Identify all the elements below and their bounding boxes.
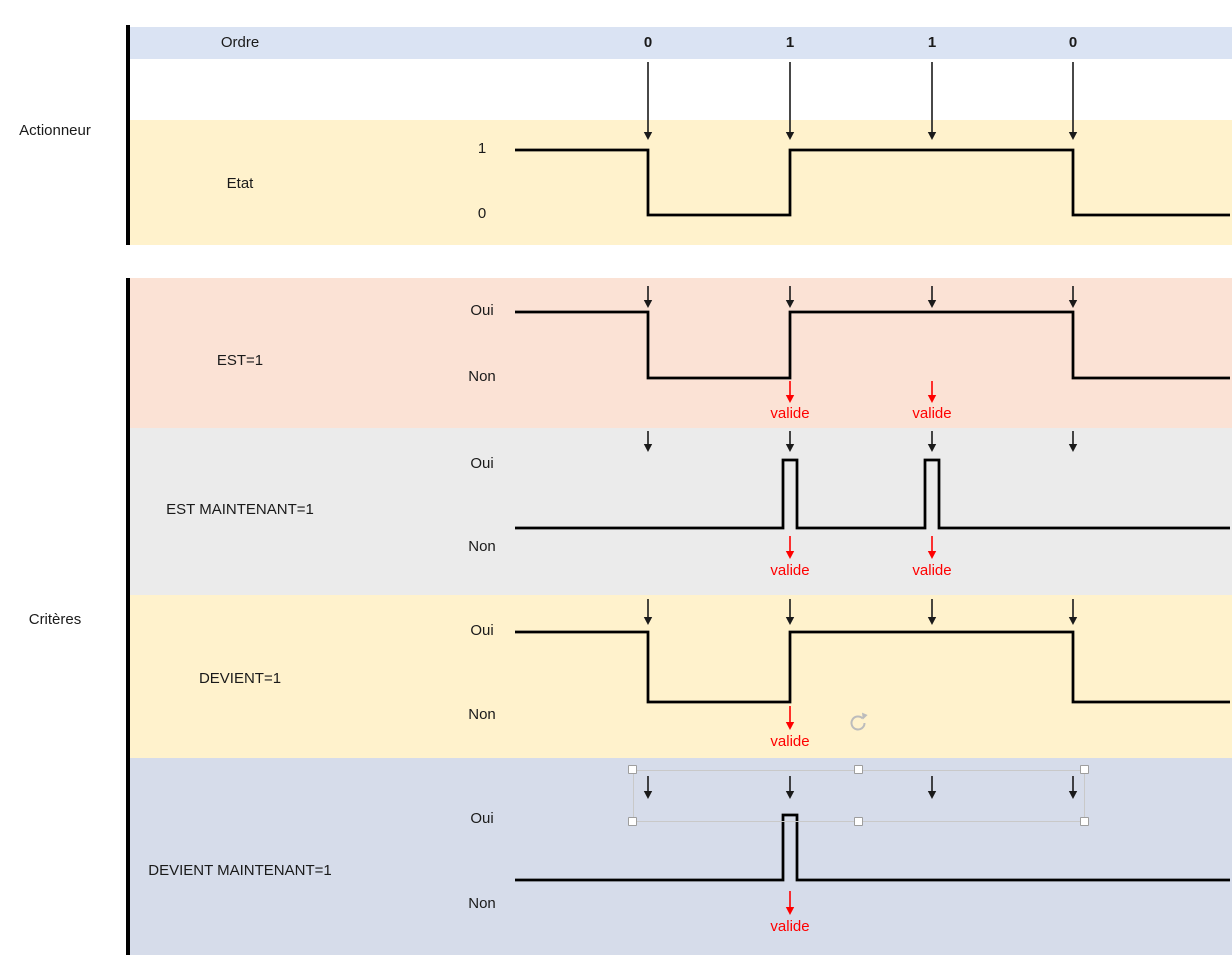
ordre-value: 1: [927, 34, 937, 51]
actionneur-section-bar: [126, 25, 130, 245]
row-label-etat: Etat: [226, 175, 254, 192]
ordre-value: 1: [785, 34, 795, 51]
level-label-low: Non: [468, 706, 496, 723]
event-arrow: [927, 617, 937, 625]
valide-label: valide: [770, 918, 810, 935]
row-label-est: EST=1: [216, 352, 264, 369]
level-label-low: Non: [468, 368, 496, 385]
level-label-high: Oui: [470, 622, 494, 639]
event-arrow: [927, 300, 937, 308]
row-label-ordre: Ordre: [220, 34, 260, 51]
level-label-high: Oui: [470, 302, 494, 319]
level-label-low: Non: [468, 895, 496, 912]
rotate-handle-icon[interactable]: [845, 709, 871, 735]
event-arrow: [785, 300, 795, 308]
signal-waveform: [515, 813, 1230, 882]
band-etat: [130, 120, 1232, 245]
event-arrow: [927, 444, 937, 452]
selection-handle-bottom-right[interactable]: [1080, 817, 1089, 826]
event-arrow: [643, 791, 653, 799]
selection-handle-top-left[interactable]: [628, 765, 637, 774]
event-arrow: [1068, 791, 1078, 799]
level-label-low: Non: [468, 538, 496, 555]
band-ordre: [130, 27, 1232, 59]
valide-label: valide: [912, 562, 952, 579]
valide-label: valide: [770, 733, 810, 750]
band-est: [130, 278, 1232, 428]
section-label-criteres: Critères: [28, 611, 82, 628]
band-est-maintenant: [130, 428, 1232, 595]
event-arrow: [643, 300, 653, 308]
event-arrow: [927, 132, 937, 140]
event-arrow: [1068, 132, 1078, 140]
row-label-devient-maintenant: DEVIENT MAINTENANT=1: [148, 862, 332, 879]
band-devient-maintenant: [130, 758, 1232, 955]
valide-arrow: [785, 907, 795, 915]
ordre-value: 0: [643, 34, 653, 51]
signal-waveform: [515, 310, 1230, 380]
event-arrow: [643, 617, 653, 625]
event-arrow: [927, 791, 937, 799]
level-label-high: Oui: [470, 455, 494, 472]
event-arrow: [1068, 444, 1078, 452]
event-arrow: [785, 444, 795, 452]
event-arrow: [643, 132, 653, 140]
event-arrow: [1068, 300, 1078, 308]
selection-handle-top-middle[interactable]: [854, 765, 863, 774]
level-label-high: Oui: [470, 810, 494, 827]
valide-label: valide: [770, 562, 810, 579]
row-label-est-maintenant: EST MAINTENANT=1: [166, 501, 314, 518]
level-label-low: 0: [477, 205, 487, 222]
selection-handle-bottom-middle[interactable]: [854, 817, 863, 826]
selection-handle-top-right[interactable]: [1080, 765, 1089, 774]
row-label-devient: DEVIENT=1: [198, 670, 282, 687]
valide-label: valide: [912, 405, 952, 422]
event-arrow: [643, 444, 653, 452]
level-label-high: 1: [477, 140, 487, 157]
selection-handle-bottom-left[interactable]: [628, 817, 637, 826]
valide-arrow: [785, 551, 795, 559]
section-label-actionneur: Actionneur: [19, 122, 91, 139]
valide-arrow: [785, 722, 795, 730]
event-arrow: [785, 132, 795, 140]
signal-waveform: [515, 630, 1230, 704]
valide-arrow: [927, 395, 937, 403]
event-arrow: [785, 791, 795, 799]
criteres-section-bar: [126, 278, 130, 955]
event-arrow: [1068, 617, 1078, 625]
valide-arrow: [927, 551, 937, 559]
band-devient: [130, 595, 1232, 758]
event-arrow: [785, 617, 795, 625]
signal-waveform: [515, 148, 1230, 217]
ordre-value: 0: [1068, 34, 1078, 51]
valide-label: valide: [770, 405, 810, 422]
selection-box[interactable]: [633, 770, 1085, 822]
valide-arrow: [785, 395, 795, 403]
signal-waveform: [515, 458, 1230, 530]
